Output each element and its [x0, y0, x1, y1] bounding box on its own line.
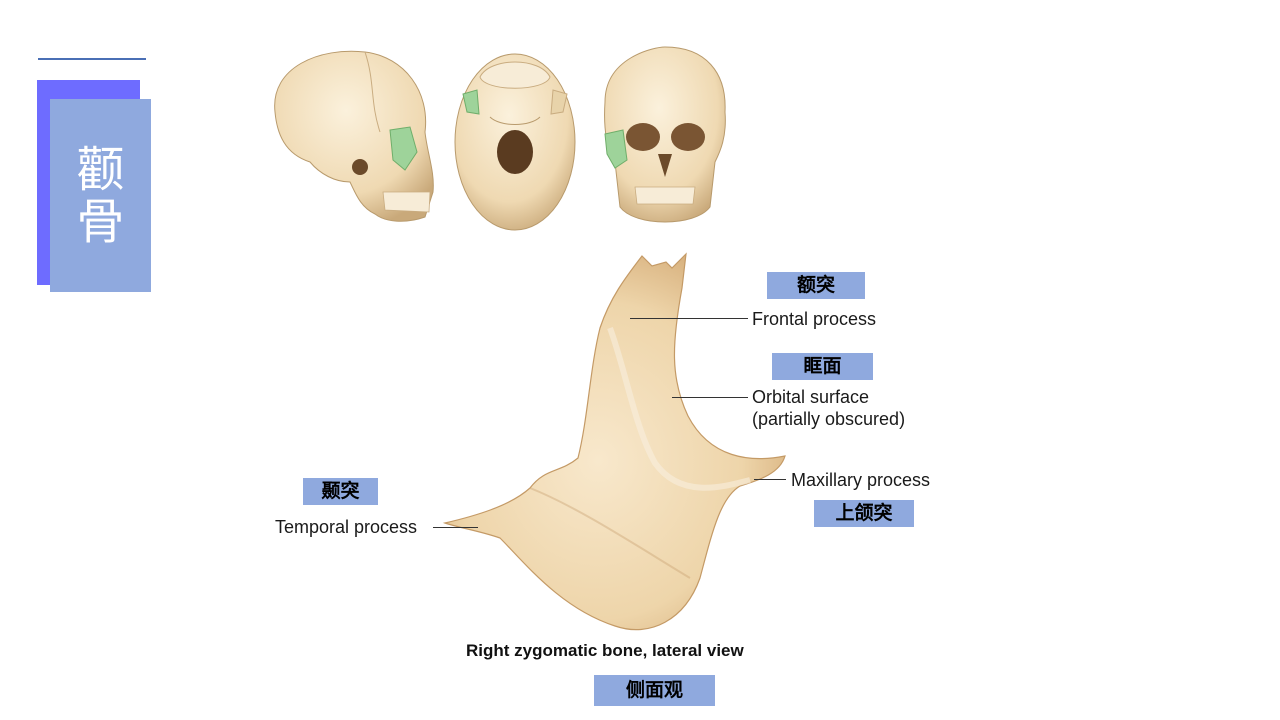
temporal-leader-line [433, 527, 478, 528]
zygomatic-bone-illustration [442, 252, 786, 631]
skull-anterior-view [604, 46, 726, 223]
label-maxillary-cn: 上颌突 [814, 500, 914, 527]
label-temporal-cn: 颞突 [303, 478, 378, 505]
label-frontal-cn: 额突 [767, 272, 865, 299]
figure-caption: Right zygomatic bone, lateral view [466, 641, 744, 660]
orbital-leader-line [672, 397, 748, 398]
label-orbital-en-line1: Orbital surface [752, 387, 870, 407]
skull-illustrations [274, 46, 726, 231]
skull-inferior-view [454, 53, 576, 231]
label-orbital-en-line2: (partially obscured) [752, 409, 906, 429]
caption-cn: 侧面观 [594, 675, 715, 706]
label-temporal-en: Temporal process [275, 517, 418, 537]
skull-lateral-view [274, 50, 434, 222]
maxillary-leader-line [754, 479, 786, 480]
label-maxillary-en: Maxillary process [791, 470, 931, 490]
title-box: 颧骨 [50, 99, 151, 292]
frontal-leader-line [630, 318, 748, 319]
label-frontal-en: Frontal process [752, 309, 877, 329]
slide-title: 颧骨 [76, 141, 125, 250]
header-rule [38, 58, 146, 60]
label-orbital-cn: 眶面 [772, 353, 873, 380]
